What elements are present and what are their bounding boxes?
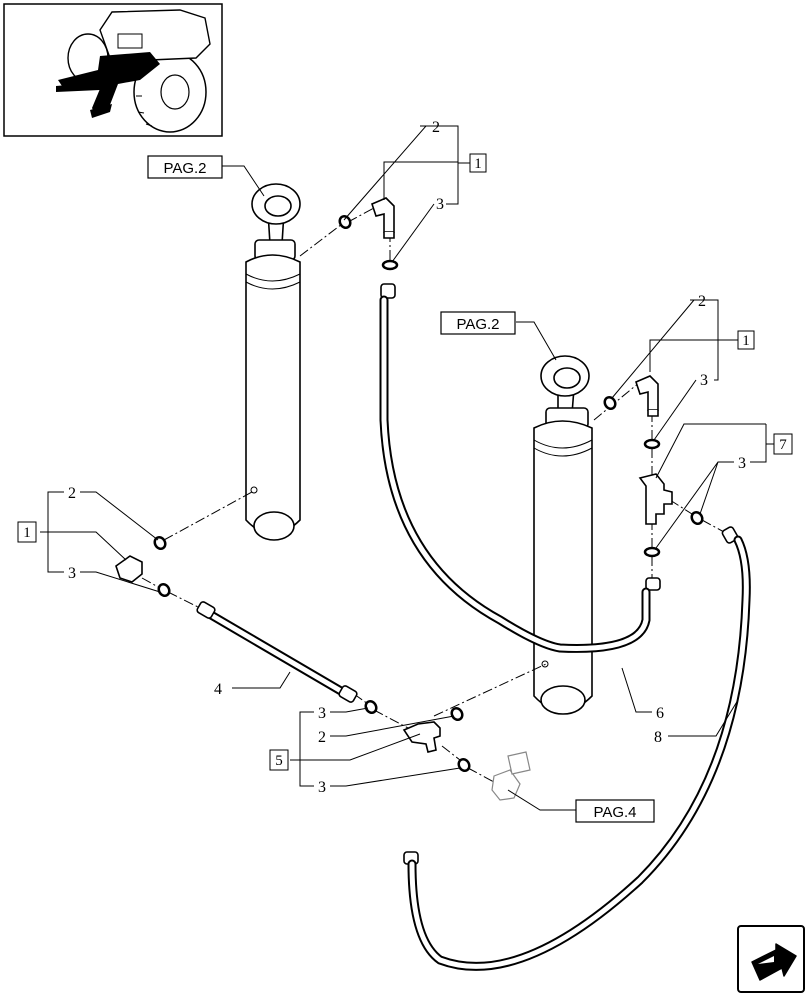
o-ring-bottom-3a bbox=[364, 699, 378, 715]
o-ring-right-3b bbox=[643, 546, 661, 558]
callout-right-3a: 3 bbox=[700, 372, 708, 389]
svg-text:1: 1 bbox=[474, 156, 482, 172]
o-ring-bottom-2 bbox=[450, 706, 464, 722]
left-hydraulic-cylinder bbox=[245, 183, 301, 541]
callout-hose-8: 8 bbox=[654, 729, 662, 746]
group-box-right: 1 bbox=[718, 330, 755, 350]
o-ring-top-2 bbox=[338, 214, 352, 230]
svg-text:5: 5 bbox=[275, 753, 283, 769]
group-box-bottom: 5 bbox=[269, 749, 289, 771]
page-ref-top-left[interactable]: PAG.2 bbox=[147, 155, 223, 179]
svg-text:PAG.2: PAG.2 bbox=[456, 316, 499, 333]
svg-text:PAG.2: PAG.2 bbox=[163, 160, 206, 177]
callout-bottom-2: 2 bbox=[318, 729, 326, 746]
callout-left-3: 3 bbox=[68, 565, 76, 582]
svg-text:1: 1 bbox=[742, 333, 750, 349]
callout-hose-4: 4 bbox=[214, 681, 222, 698]
assembly-centerlines bbox=[141, 207, 725, 783]
callout-bottom-3a: 3 bbox=[318, 705, 326, 722]
callout-hose-6: 6 bbox=[656, 705, 664, 722]
o-ring-bottom-3b bbox=[457, 757, 471, 773]
callout-top-3: 3 bbox=[436, 196, 444, 213]
callout-right-3b: 3 bbox=[738, 455, 746, 472]
next-page-arrow-icon[interactable] bbox=[737, 925, 805, 993]
svg-text:PAG.4: PAG.4 bbox=[593, 804, 636, 821]
page-ref-bottom[interactable]: PAG.4 bbox=[575, 799, 655, 823]
o-ring-top-3 bbox=[381, 259, 399, 271]
hose-6 bbox=[379, 295, 651, 653]
o-ring-right-3c bbox=[690, 510, 704, 526]
o-ring-right-2 bbox=[603, 395, 617, 411]
svg-text:7: 7 bbox=[779, 437, 787, 453]
callout-right-2: 2 bbox=[698, 293, 706, 310]
callout-left-2: 2 bbox=[68, 485, 76, 502]
callout-bottom-3b: 3 bbox=[318, 779, 326, 796]
right-hydraulic-cylinder bbox=[533, 355, 593, 715]
group-box-top: 1 bbox=[458, 153, 487, 173]
svg-text:1: 1 bbox=[23, 525, 31, 541]
callout-labels: 2 3 2 3 3 2 3 4 6 8 3 2 3 bbox=[68, 119, 746, 796]
hoses bbox=[196, 295, 751, 971]
group-box-tee: 7 bbox=[766, 433, 793, 455]
callout-top-2: 2 bbox=[432, 119, 440, 136]
o-ring-seals bbox=[153, 214, 704, 773]
page-ref-right[interactable]: PAG.2 bbox=[440, 311, 516, 335]
tractor-thumbnail-icon[interactable] bbox=[3, 3, 223, 137]
fittings bbox=[115, 197, 739, 865]
o-ring-left-3 bbox=[157, 582, 171, 598]
group-box-left: 1 bbox=[17, 521, 37, 543]
o-ring-right-3a bbox=[643, 438, 661, 450]
